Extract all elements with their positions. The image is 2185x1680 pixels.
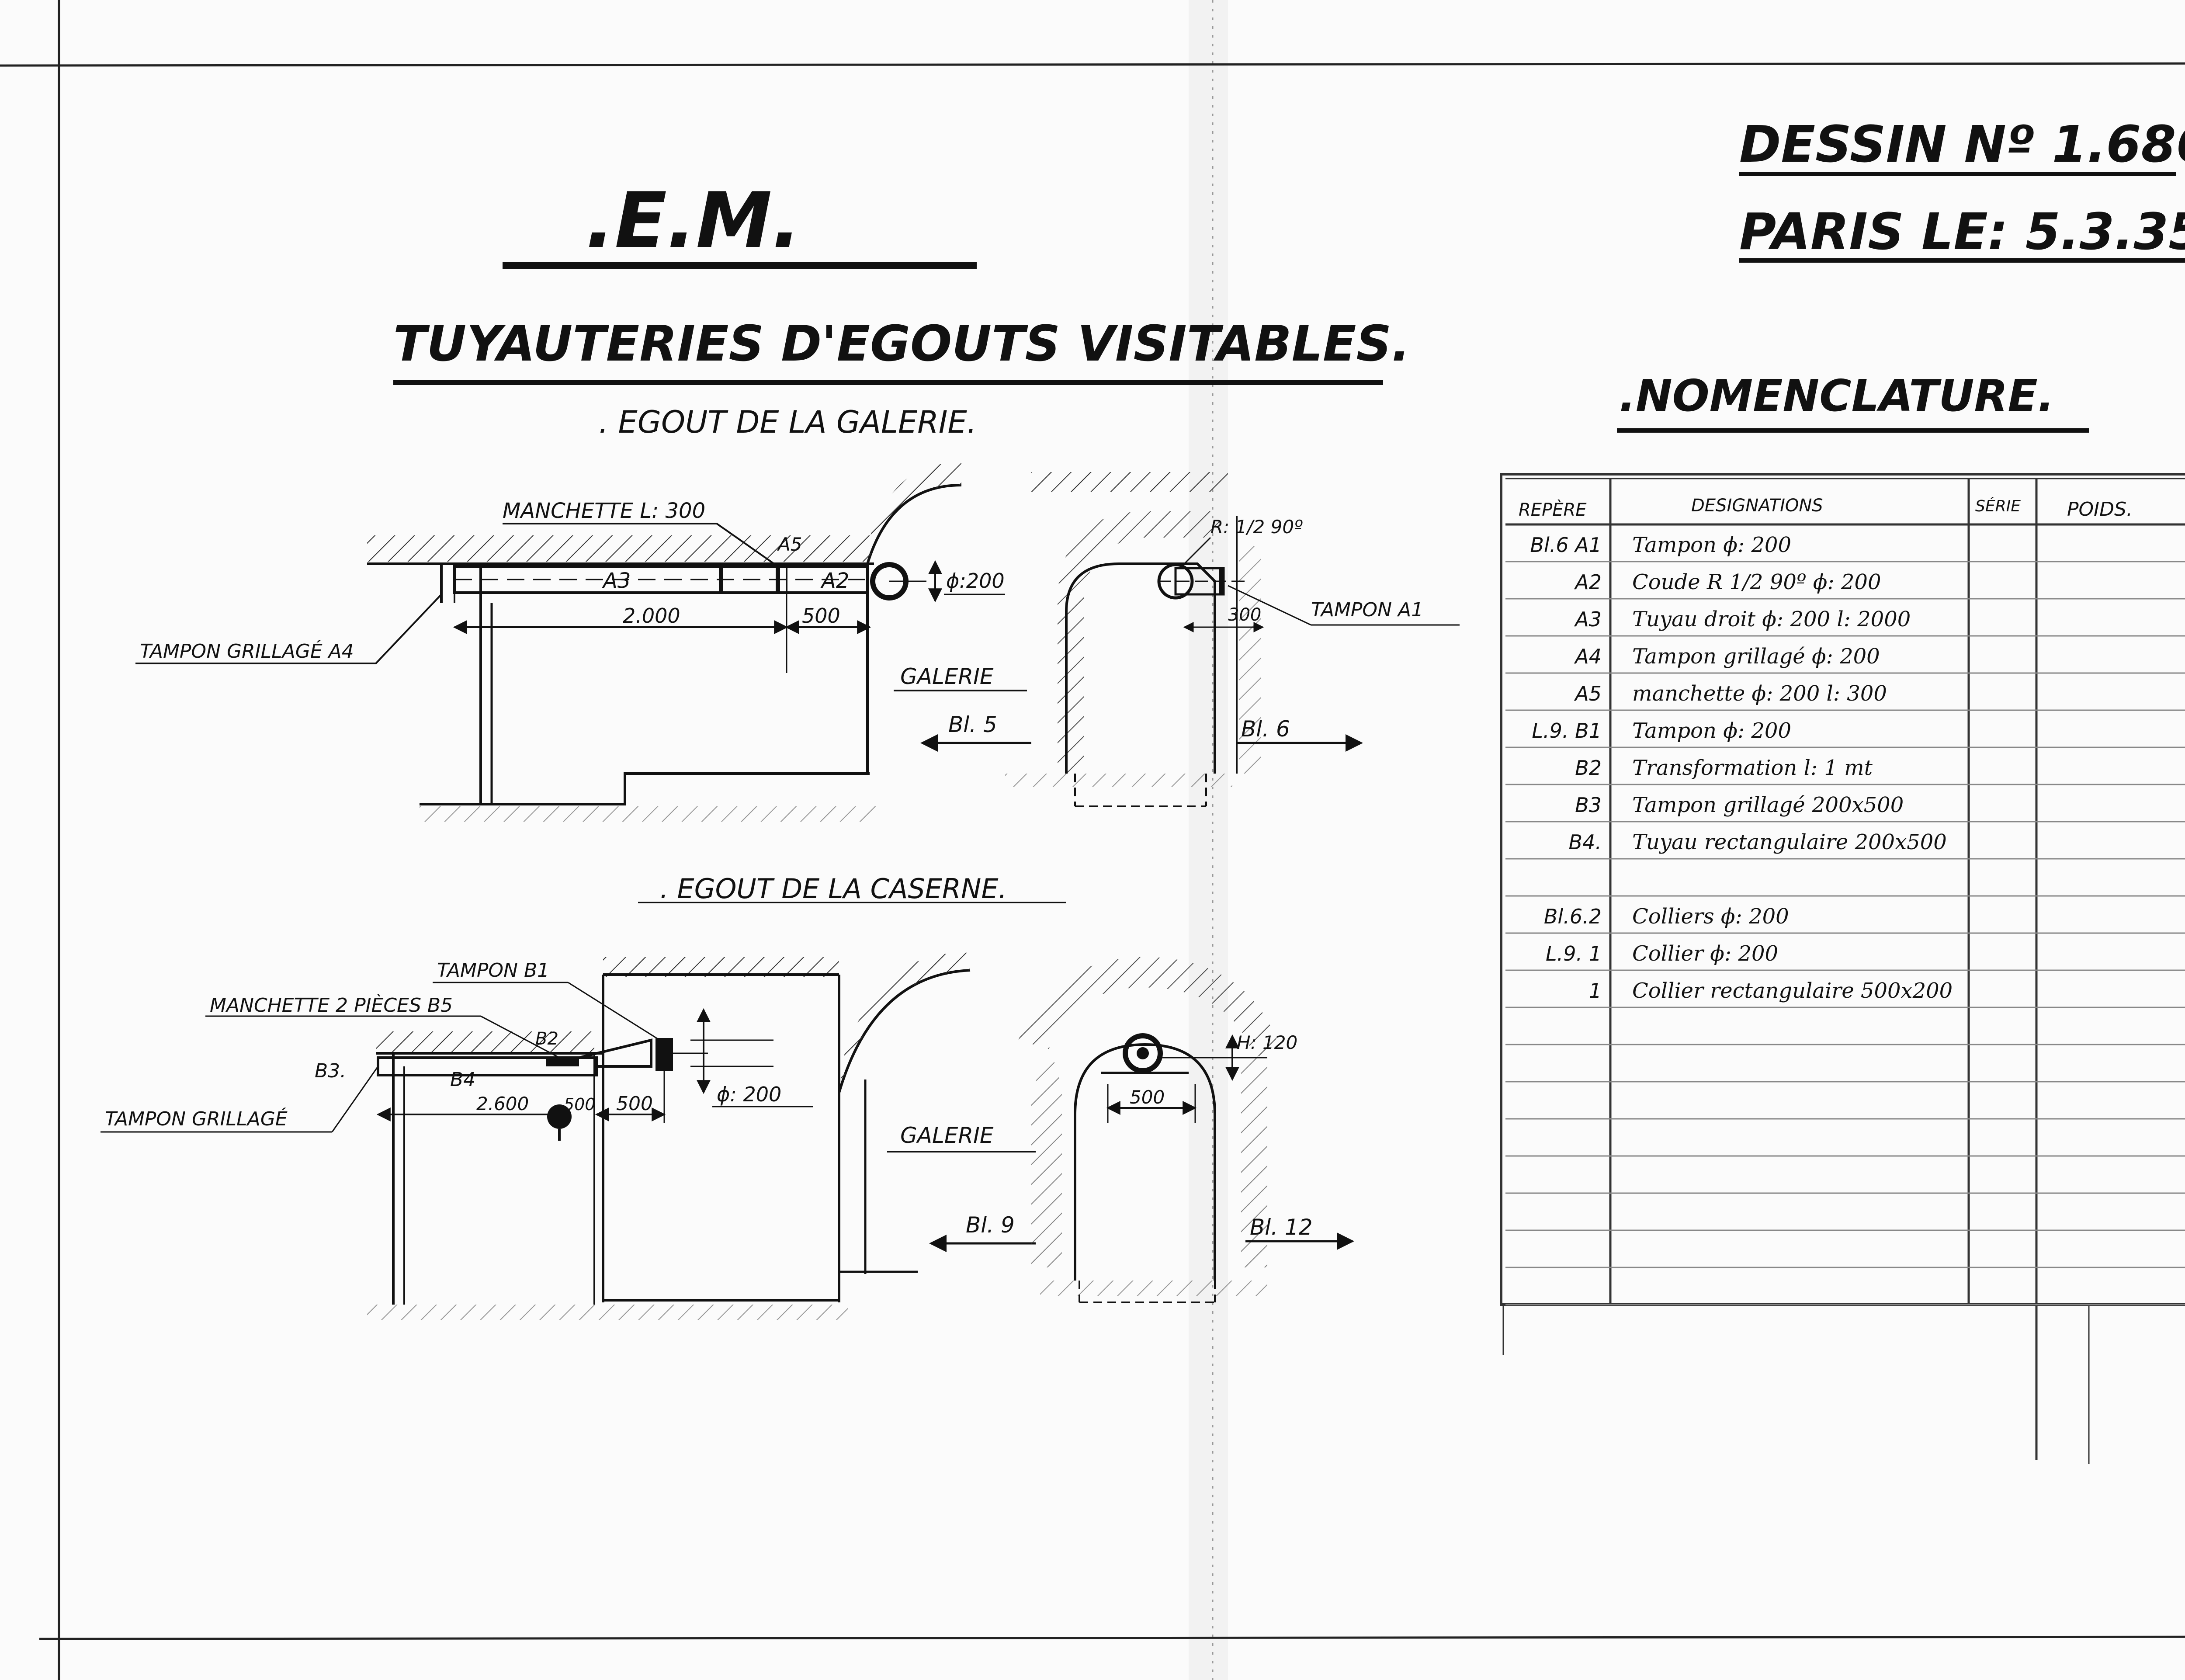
table-row: A4 Tampon grillagé ϕ: 200 [1574,644,1880,669]
cell-designation: Tuyau droit ϕ: 200 l: 2000 [1632,607,1911,632]
label-b2: B2 [535,1029,558,1049]
label-galerie-b: GALERIE [900,1123,994,1148]
dim-500-b: 500 [616,1093,653,1115]
label-tampon-a1: TAMPON A1 [1311,599,1423,621]
section-galerie-title: . EGOUT DE LA GALERIE. [599,404,977,440]
cell-repere: B3 [1575,793,1602,817]
cell-designation: Coude R 1/2 90º ϕ: 200 [1632,570,1881,594]
cell-designation: Tampon ϕ: 200 [1632,719,1791,743]
cell-repere: 1 [1589,979,1602,1003]
header-poids: POIDS. [2067,498,2133,521]
dim-500-c: 500 [1130,1086,1165,1108]
cell-repere: B4. [1569,830,1602,854]
cell-designation: Colliers ϕ: 200 [1632,904,1789,929]
caserne-cross-section [1018,957,1280,1303]
cell-repere: L.9. 1 [1546,942,1602,965]
label-tampon-grillage: TAMPON GRILLAGÉ [105,1107,288,1130]
cell-repere: Bl.6 A1 [1530,533,1602,557]
cell-designation: Collier rectangulaire 500x200 [1632,979,1953,1003]
cell-repere: A5 [1574,682,1602,705]
section-caserne-title: . EGOUT DE LA CASERNE. [660,873,1007,905]
cell-repere: B2 [1575,756,1602,780]
table-row: B3 Tampon grillagé 200x500 [1575,793,1904,817]
label-h120: H: 120 [1237,1032,1297,1053]
arrow-bl5: Bl. 5 [948,712,997,737]
page-title: TUYAUTERIES D'EGOUTS VISITABLES. [393,316,1410,385]
table-row: Bl.6 A1 Tampon ϕ: 200 [1530,533,1791,557]
svg-text:PARIS LE: 5.3.35: PARIS LE: 5.3.35 [1739,203,2185,261]
nomenclature: .NOMENCLATURE. REPÈRE DESIGNATIONS SÉRIE… [1500,370,2185,1464]
dim-2600: 2.600 [476,1093,529,1114]
drawing-date: PARIS LE: 5.3.35 [1739,203,2185,263]
arrow-bl6: Bl. 6 [1241,716,1290,742]
cell-repere: A2 [1574,570,1602,594]
table-row: L.9. B1 Tampon ϕ: 200 [1532,719,1791,743]
dim-300: 300 [1228,605,1261,625]
header-designations: DESIGNATIONS [1691,496,1823,516]
cell-repere: L.9. B1 [1532,719,1602,743]
svg-text:DESSIN Nº 1.686.: DESSIN Nº 1.686. [1739,115,2185,174]
table-row: A3 Tuyau droit ϕ: 200 l: 2000 [1574,607,1911,632]
cell-designation: Tuyau rectangulaire 200x500 [1632,830,1947,854]
table-row: B4. Tuyau rectangulaire 200x500 [1569,830,1947,854]
pipe-a3 [440,564,869,603]
dim-2000: 2.000 [623,604,680,628]
label-a5: A5 [777,534,802,555]
cell-designation: Tampon ϕ: 200 [1632,533,1791,557]
drawing-number: DESSIN Nº 1.686. [1739,115,2185,176]
dim-500: 500 [802,604,840,628]
cell-repere: A4 [1574,645,1602,668]
label-manchette-l300: MANCHETTE L: 300 [503,499,705,523]
label-galerie: GALERIE [900,664,994,689]
cell-repere: Bl.6.2 [1544,905,1602,928]
cell-repere: A3 [1574,607,1602,631]
label-diameter-200: ϕ:200 [946,569,1005,593]
arrow-bl12: Bl. 12 [1250,1215,1313,1240]
label-b4: B4 [450,1069,475,1091]
header-serie: SÉRIE [1975,497,2021,515]
table-row: Bl.6.2 Colliers ϕ: 200 [1544,904,1789,929]
cell-designation: Tampon grillagé 200x500 [1632,793,1904,817]
table-row: 1 Collier rectangulaire 500x200 [1589,979,1953,1003]
cell-designation: Transformation l: 1 mt [1632,756,1873,780]
label-diameter-200-b: ϕ: 200 [717,1083,781,1106]
cell-designation: Collier ϕ: 200 [1632,941,1778,966]
label-a2: A2 [820,569,849,593]
table-row: L.9. 1 Collier ϕ: 200 [1546,941,1778,966]
label-manchette-b5: MANCHETTE 2 PIÈCES B5 [210,993,453,1017]
section-caserne: . EGOUT DE LA CASERNE. TAMPON B1 MANCHET [101,873,1354,1320]
arrow-bl9: Bl. 9 [966,1212,1015,1238]
label-a3: A3 [602,569,631,593]
section-galerie: . EGOUT DE LA GALERIE. MANCHETTE L: 300 [135,404,1460,822]
label-coude-r12: R: 1/2 90º [1210,516,1303,538]
cell-designation: Tampon grillagé ϕ: 200 [1632,644,1880,669]
cell-designation: manchette ϕ: 200 l: 300 [1632,681,1887,706]
table-row: A5 manchette ϕ: 200 l: 300 [1574,681,1887,706]
svg-text:TUYAUTERIES D'EGOUTS VISITABLE: TUYAUTERIES D'EGOUTS VISITABLES. [393,316,1410,372]
header-repere: REPÈRE [1519,499,1587,520]
nomenclature-title: .NOMENCLATURE. [1619,370,2054,421]
svg-text:.E.M.: .E.M. [586,177,801,265]
company-name: .E.M. [503,177,977,269]
table-row: A2 Coude R 1/2 90º ϕ: 200 [1574,570,1881,594]
table-row: B2 Transformation l: 1 mt [1575,756,1873,780]
label-tampon-b1: TAMPON B1 [437,959,549,982]
label-b3: B3. [315,1060,346,1082]
label-tampon-grillage-a4: TAMPON GRILLAGÉ A4 [140,639,354,663]
galerie-cross-section [1005,472,1261,807]
